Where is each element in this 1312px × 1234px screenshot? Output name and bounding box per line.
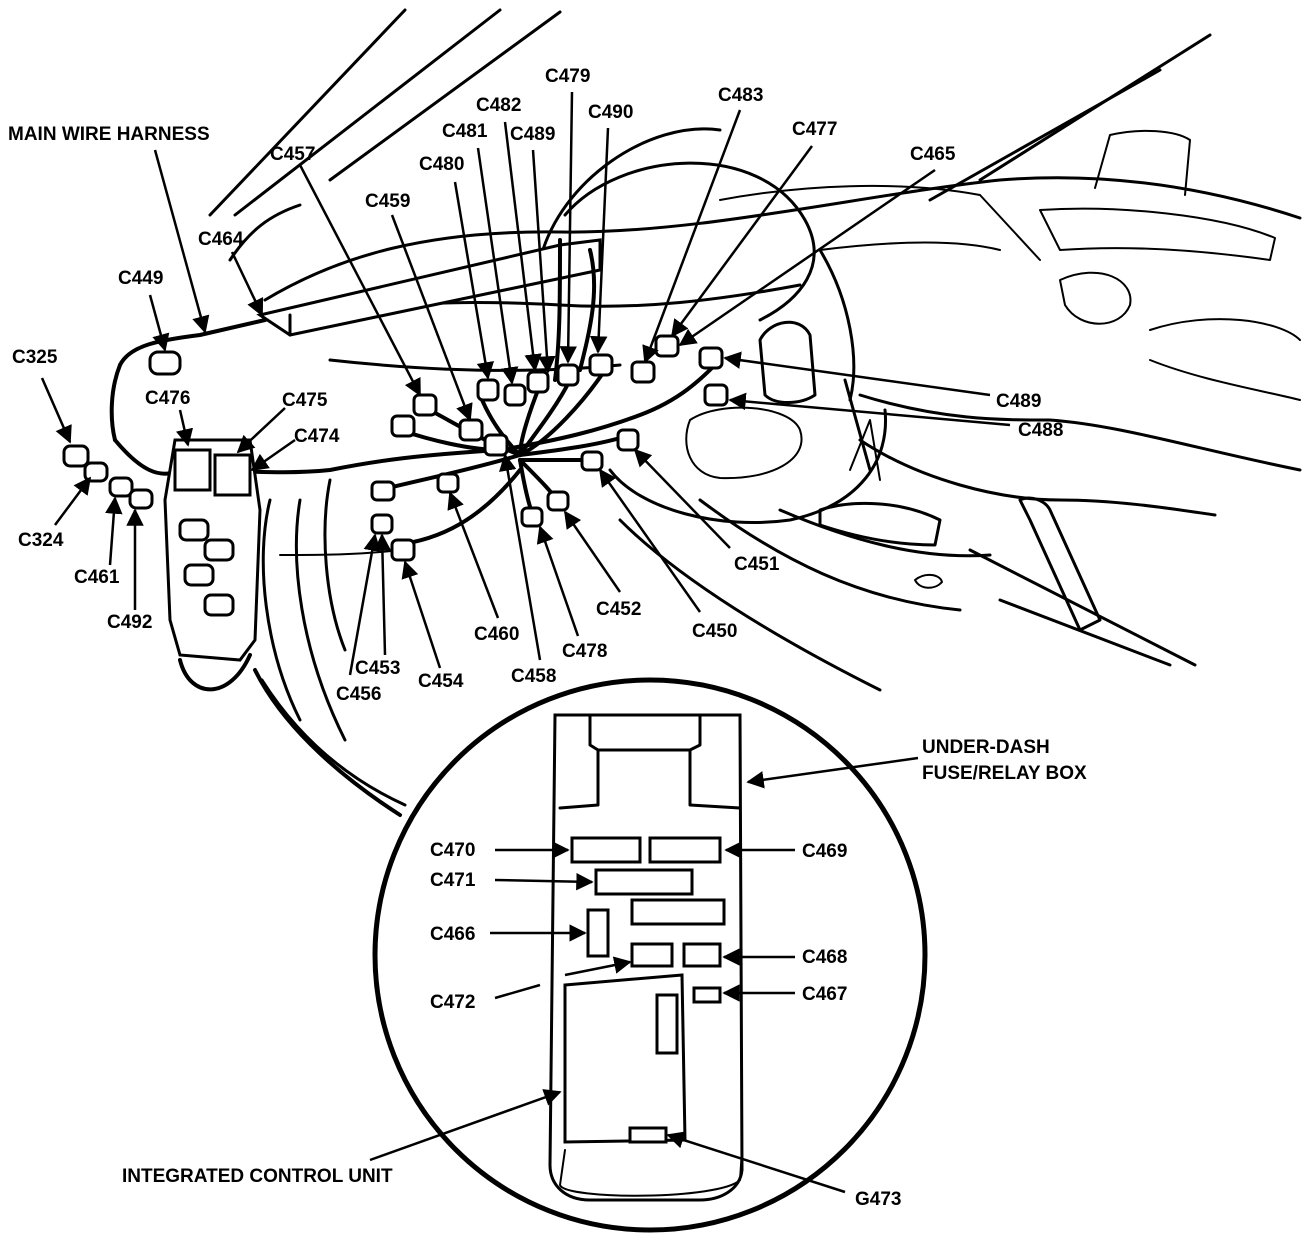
label-c476: C476 (145, 388, 190, 409)
label-c475: C475 (282, 390, 328, 411)
label-g473: G473 (855, 1189, 901, 1210)
label-c470: C470 (430, 840, 475, 861)
label-c488: C488 (1018, 420, 1063, 441)
label-main-wire-harness: MAIN WIRE HARNESS (8, 124, 210, 145)
label-c489-top: C489 (510, 124, 555, 145)
label-under-dash-line1: UNDER-DASH (922, 737, 1050, 758)
label-integrated-control-unit: INTEGRATED CONTROL UNIT (122, 1166, 393, 1187)
label-c482: C482 (476, 95, 521, 116)
label-c467: C467 (802, 984, 847, 1005)
detail-leader-lines (369, 756, 919, 1194)
label-c449: C449 (118, 268, 163, 289)
label-c450: C450 (692, 621, 737, 642)
label-c451: C451 (734, 554, 780, 575)
label-c458: C458 (511, 666, 556, 687)
label-c324: C324 (18, 530, 64, 551)
label-c483: C483 (718, 85, 763, 106)
label-c478: C478 (562, 641, 607, 662)
label-c457: C457 (270, 144, 315, 165)
label-c464: C464 (198, 229, 244, 250)
label-c480: C480 (419, 154, 464, 175)
label-c472: C472 (430, 992, 475, 1013)
label-c465: C465 (910, 144, 956, 165)
label-c471: C471 (430, 870, 476, 891)
label-c479: C479 (545, 66, 590, 87)
fuse-box-detail-circle (372, 677, 928, 1233)
main-wire-harness-path (109, 238, 722, 817)
label-c492: C492 (107, 612, 152, 633)
fuse-relay-box-small (163, 438, 262, 662)
label-c477: C477 (792, 119, 837, 140)
connector-shapes (62, 334, 729, 562)
label-c459: C459 (365, 191, 410, 212)
label-c490: C490 (588, 102, 633, 123)
label-c452: C452 (596, 599, 641, 620)
dashboard-drawing (208, 8, 1302, 742)
label-c453: C453 (355, 658, 400, 679)
label-c460: C460 (474, 624, 519, 645)
label-c481: C481 (442, 121, 488, 142)
label-c474: C474 (294, 426, 340, 447)
label-under-dash-line2: FUSE/RELAY BOX (922, 763, 1087, 784)
leader-lines (40, 91, 1011, 676)
label-c456: C456 (336, 684, 381, 705)
label-c468: C468 (802, 947, 847, 968)
label-c454: C454 (418, 671, 464, 692)
label-c469: C469 (802, 841, 847, 862)
labels: MAIN WIRE HARNESS C464 C449 C325 C476 C4… (8, 66, 1087, 1210)
label-c325: C325 (12, 347, 58, 368)
label-c461: C461 (74, 567, 120, 588)
label-c489-right: C489 (996, 391, 1041, 412)
label-c466: C466 (430, 924, 475, 945)
